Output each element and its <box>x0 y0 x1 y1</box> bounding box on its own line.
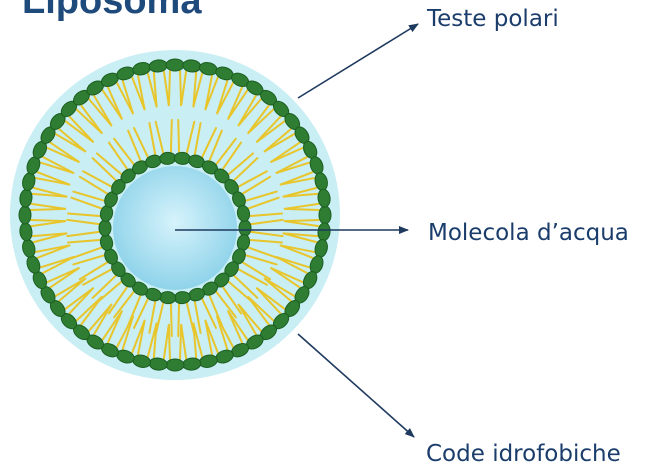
lipid-tail <box>178 120 179 153</box>
lipid-tail <box>171 303 172 336</box>
aqueous-core <box>113 166 237 290</box>
label-water-molecule: Molecola d’acqua <box>428 220 629 246</box>
lipid-tail <box>171 120 172 153</box>
polar-head <box>239 220 251 236</box>
arrow-hydrophobic-tails <box>298 334 414 437</box>
lipid-tail <box>169 71 170 105</box>
lipid-tail <box>178 303 179 336</box>
lipid-tail <box>180 325 181 359</box>
arrow-polar-heads <box>298 24 418 98</box>
label-polar-heads: Teste polari <box>427 6 559 32</box>
lipid-tail <box>31 220 65 221</box>
polar-head <box>19 206 31 224</box>
label-hydrophobic-tails: Code idrofobiche <box>426 441 621 467</box>
polar-head <box>99 220 111 236</box>
polar-head <box>166 359 184 371</box>
polar-head <box>319 206 331 224</box>
polar-head <box>166 59 184 71</box>
